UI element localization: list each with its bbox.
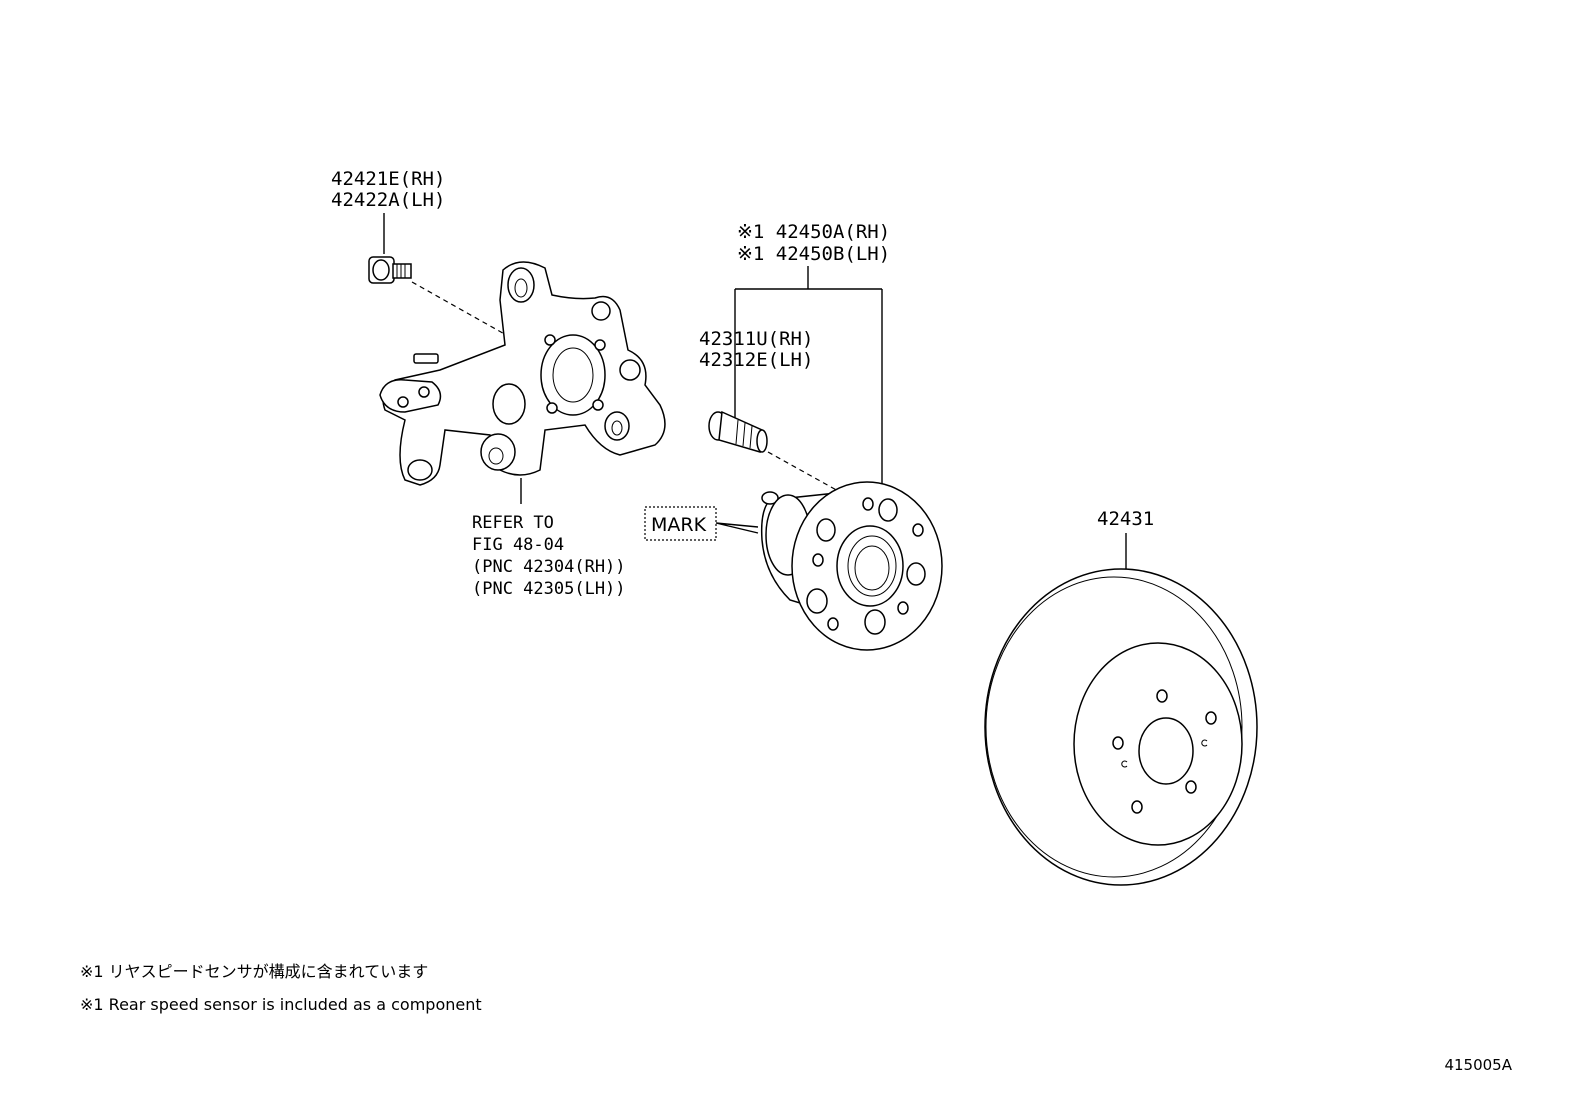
mark-box bbox=[644, 506, 717, 541]
knuckle-lower-bushing bbox=[604, 411, 630, 441]
bolt-drawing bbox=[368, 256, 412, 284]
hub-bolt-label-lh: 42312E(LH) bbox=[699, 349, 813, 371]
mark-label: MARK bbox=[651, 514, 707, 536]
knuckle-drawing bbox=[379, 261, 666, 486]
bolt-install-line bbox=[411, 281, 509, 337]
disc-center-hole bbox=[1138, 717, 1194, 785]
knuckle-ref-line2: FIG 48-04 bbox=[472, 535, 564, 555]
disc-rim bbox=[985, 576, 1243, 878]
bolt-label: 42421E(RH) 42422A(LH) bbox=[331, 168, 445, 211]
figure-id: 415005A bbox=[1444, 1056, 1512, 1074]
hub-bolt-drawing bbox=[708, 410, 768, 453]
mark-callout: MARK bbox=[644, 506, 759, 541]
hub-assembly-label-rh: ※1 42450A(RH) bbox=[737, 221, 890, 243]
knuckle-stud bbox=[413, 353, 439, 364]
bolt-label-lh: 42422A(LH) bbox=[331, 189, 445, 211]
mark-leader-line bbox=[715, 522, 759, 534]
knuckle-ref-line1: REFER TO bbox=[472, 513, 554, 533]
knuckle-reference: REFER TO FIG 48-04 (PNC 42304(RH)) (PNC … bbox=[472, 513, 626, 599]
knuckle-hub-bore bbox=[540, 334, 606, 416]
bolt-thread bbox=[392, 263, 412, 279]
disc-label: 42431 bbox=[1097, 508, 1154, 530]
hub-bolt-shank bbox=[718, 410, 763, 453]
hub-sensor-connector bbox=[761, 491, 779, 505]
note-japanese: ※1 リヤスピードセンサが構成に含まれています bbox=[80, 962, 428, 981]
knuckle-lower-eye bbox=[407, 459, 433, 481]
hub-bolt-label: 42311U(RH) 42312E(LH) bbox=[699, 328, 813, 371]
knuckle-upper-bushing bbox=[507, 267, 535, 303]
knuckle-ref-line4: (PNC 42305(LH)) bbox=[472, 579, 626, 599]
bolt-flange bbox=[372, 259, 390, 281]
hub-assembly-bracket bbox=[734, 266, 883, 484]
hub-bearing-drawing bbox=[760, 481, 943, 651]
brake-disc-drawing bbox=[984, 568, 1258, 886]
knuckle-center-boss bbox=[492, 383, 526, 425]
knuckle-side-tab bbox=[619, 359, 641, 381]
knuckle-arm bbox=[379, 379, 442, 413]
knuckle-upper-tab bbox=[591, 301, 611, 321]
knuckle-bottom-bushing bbox=[480, 433, 516, 471]
hub-center-bore bbox=[836, 525, 904, 607]
hub-bolt-install-line bbox=[767, 451, 841, 493]
bolt-label-rh: 42421E(RH) bbox=[331, 168, 445, 190]
note-english: ※1 Rear speed sensor is included as a co… bbox=[80, 995, 482, 1014]
knuckle-ref-line3: (PNC 42304(RH)) bbox=[472, 557, 626, 577]
hub-assembly-label-lh: ※1 42450B(LH) bbox=[737, 243, 890, 265]
hub-bolt-label-rh: 42311U(RH) bbox=[699, 328, 813, 350]
hub-assembly-label: ※1 42450A(RH) ※1 42450B(LH) bbox=[737, 221, 890, 265]
